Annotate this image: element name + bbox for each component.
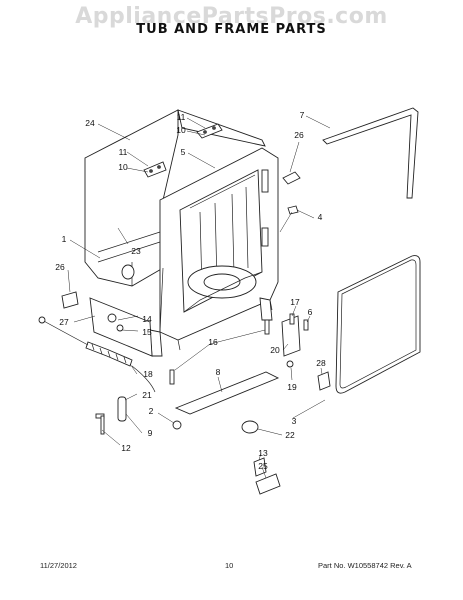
- callout-10-mid: 10: [118, 162, 128, 172]
- callout-11-mid: 11: [119, 147, 128, 157]
- footer-part-number: Part No. W10558742 Rev. A: [318, 561, 412, 570]
- callout-16: 16: [208, 337, 218, 347]
- callout-6: 6: [308, 307, 313, 317]
- leader-lines: [67, 115, 331, 479]
- callout-24: 24: [85, 118, 95, 128]
- callout-1: 1: [62, 234, 67, 244]
- callout-26-top: 26: [294, 130, 304, 140]
- callout-28: 28: [316, 358, 326, 368]
- callout-11-top: 11: [177, 112, 186, 122]
- callout-23: 23: [131, 246, 141, 256]
- side-gasket-parts: [279, 107, 419, 233]
- callout-19: 19: [287, 382, 297, 392]
- footer-date: 11/27/2012: [40, 561, 77, 570]
- callout-4: 4: [318, 212, 323, 222]
- callout-12: 12: [121, 443, 131, 453]
- callout-25: 25: [258, 461, 268, 471]
- callout-7: 7: [300, 110, 305, 120]
- callout-8: 8: [216, 367, 221, 377]
- callout-15: 15: [142, 327, 152, 337]
- callout-22: 22: [285, 430, 295, 440]
- callout-2: 2: [149, 406, 154, 416]
- watermark: AppliancePartsPros.com: [75, 4, 388, 29]
- callout-10-top: 10: [176, 125, 186, 135]
- callout-5: 5: [181, 147, 186, 157]
- callout-17: 17: [290, 297, 300, 307]
- callout-3: 3: [292, 416, 297, 426]
- page-title: TUB AND FRAME PARTS: [136, 22, 327, 37]
- door-gasket: [335, 255, 421, 394]
- lower-left-parts: [38, 291, 156, 393]
- callout-27: 27: [59, 317, 69, 327]
- callout-13: 13: [258, 448, 268, 458]
- tub-assembly: [84, 109, 279, 357]
- footer-page-number: 10: [225, 561, 234, 570]
- callout-14: 14: [142, 314, 152, 324]
- callout-20: 20: [270, 345, 280, 355]
- callout-9: 9: [148, 428, 153, 438]
- callout-26-low: 26: [55, 262, 65, 272]
- bottom-parts: [95, 313, 331, 495]
- callout-labels: 24 11 10 11 10 5 7 26 4 1 23 26 27 14 15…: [55, 110, 326, 471]
- callout-18: 18: [143, 369, 153, 379]
- callout-21: 21: [142, 390, 152, 400]
